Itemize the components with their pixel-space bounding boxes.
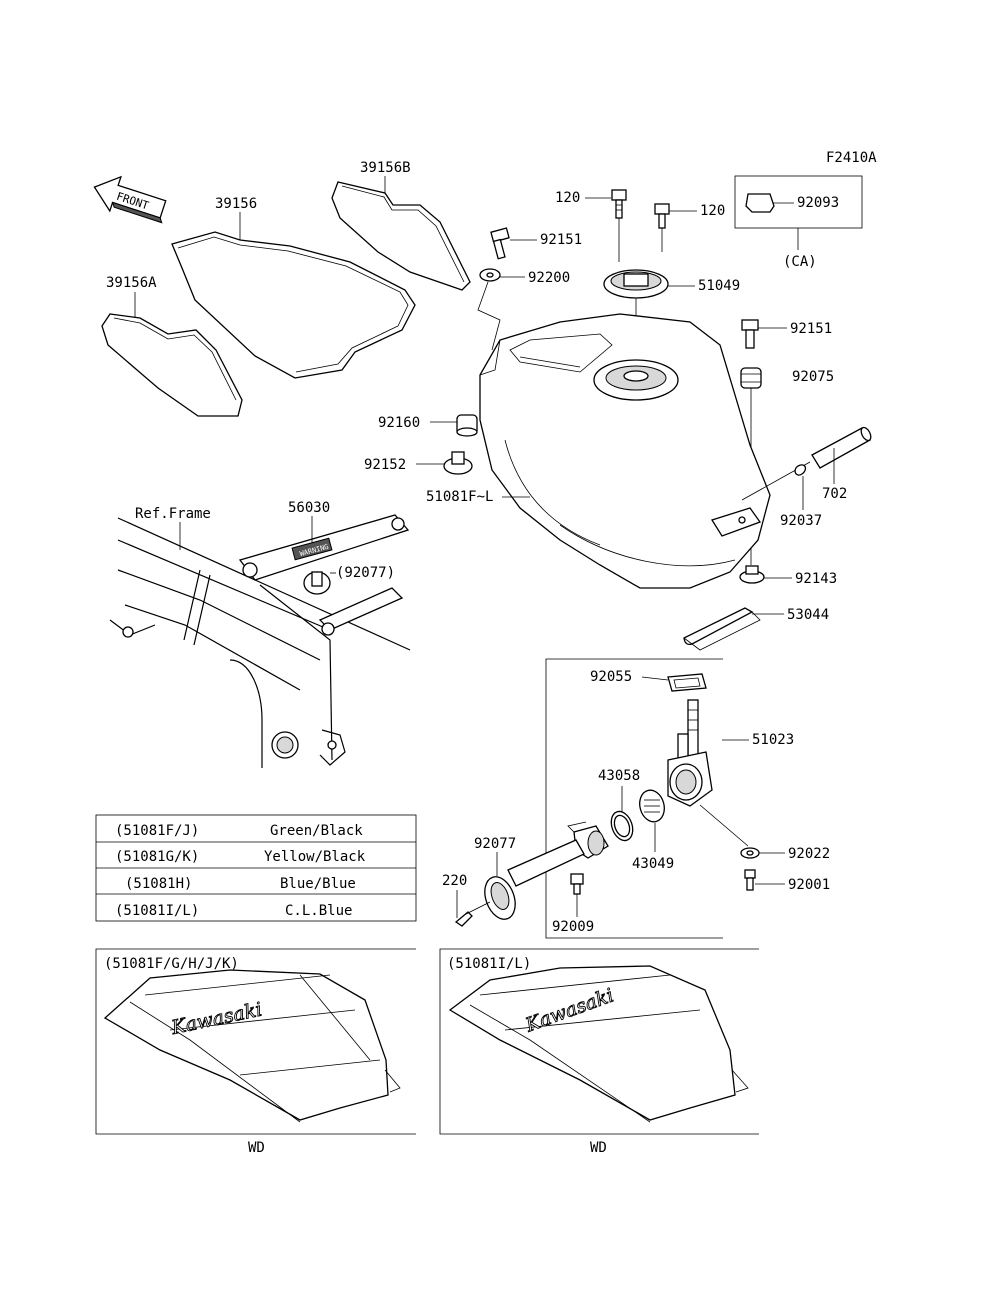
label-39156a: 39156A — [106, 275, 157, 291]
bolt-120-left-icon — [611, 189, 627, 219]
label-53044: 53044 — [787, 607, 829, 623]
variant-2-caption: WD — [590, 1140, 607, 1156]
clip-92037-icon — [794, 464, 807, 476]
leader-92055 — [641, 676, 669, 681]
label-92093: 92093 — [797, 195, 839, 211]
label-51049: 51049 — [698, 278, 740, 294]
label-43058: 43058 — [598, 768, 640, 784]
label-92151-right: 92151 — [790, 321, 832, 337]
label-92055: 92055 — [590, 669, 632, 685]
valve-lever-92077-icon — [484, 821, 609, 920]
collar-92152-icon — [443, 451, 473, 475]
valve-92077-ref-icon — [303, 571, 331, 595]
label-39156: 39156 — [215, 196, 257, 212]
label-92009: 92009 — [552, 919, 594, 935]
bolt-92151-right-icon — [741, 319, 759, 349]
label-220: 220 — [442, 873, 467, 889]
bolt-120-right-icon — [654, 203, 670, 229]
variant-panel-2: (51081I/L) Kawasaki WD — [439, 948, 759, 1156]
label-92022: 92022 — [788, 846, 830, 862]
ref-frame-drawing — [109, 514, 411, 768]
table-code-2: (51081H) — [125, 876, 192, 892]
ref-frame-label: Ref.Frame — [135, 506, 211, 522]
variant-panel-1: (51081F/G/H/J/K) Kawasaki WD — [95, 948, 416, 1156]
washer-92022-icon — [740, 847, 760, 859]
tank-pad-39156 — [171, 231, 416, 379]
o-ring-43058-icon — [610, 810, 634, 842]
ca-box: 92093 (CA) — [734, 175, 863, 270]
variant-2-title: (51081I/L) — [447, 956, 531, 972]
label-702: 702 — [822, 486, 847, 502]
label-92152: 92152 — [364, 457, 406, 473]
table-color-2: Blue/Blue — [280, 876, 356, 892]
fuel-valve-box — [545, 658, 723, 939]
label-43049: 43049 — [632, 856, 674, 872]
hose-702-icon — [811, 426, 872, 469]
label-56030: 56030 — [288, 500, 330, 516]
fuel-tank-51081 — [479, 313, 771, 589]
tank-pad-39156b — [331, 181, 471, 291]
fuel-cap-51049-icon — [603, 269, 669, 299]
bolt-92151-top-icon — [490, 227, 510, 260]
screw-220-icon — [454, 901, 491, 927]
leader-92200-down — [477, 281, 501, 351]
label-39156b: 39156B — [360, 160, 411, 176]
label-92077-ref: (92077) — [336, 565, 395, 581]
table-code-3: (51081I/L) — [115, 903, 199, 919]
label-92001: 92001 — [788, 877, 830, 893]
table-code-1: (51081G/K) — [115, 849, 199, 865]
label-92200: 92200 — [528, 270, 570, 286]
table-color-0: Green/Black — [270, 823, 363, 839]
variant-1-caption: WD — [248, 1140, 265, 1156]
label-92160: 92160 — [378, 415, 420, 431]
front-arrow-icon: FRONT — [93, 175, 167, 224]
collar-92143-icon — [739, 565, 765, 584]
table-color-3: C.L.Blue — [285, 903, 352, 919]
label-92077: 92077 — [474, 836, 516, 852]
label-92143: 92143 — [795, 571, 837, 587]
variant-1-title: (51081F/G/H/J/K) — [104, 956, 239, 972]
label-51081: 51081F~L — [426, 489, 493, 505]
bolt-92001-icon — [744, 869, 756, 891]
leader-92022-valve — [699, 804, 749, 847]
label-120-right: 120 — [700, 203, 725, 219]
table-color-1: Yellow/Black — [264, 849, 366, 865]
ca-label: (CA) — [783, 254, 817, 270]
label-92151-top: 92151 — [540, 232, 582, 248]
color-table: (51081F/J) Green/Black (51081G/K) Yellow… — [95, 814, 417, 922]
gasket-92055-icon — [667, 673, 707, 692]
label-51023: 51023 — [752, 732, 794, 748]
label-92037: 92037 — [780, 513, 822, 529]
screw-92009-icon — [570, 873, 584, 895]
diaphragm-43049-icon — [639, 789, 665, 823]
washer-92200-icon — [479, 268, 501, 282]
grommet-92160-icon — [456, 414, 478, 437]
bracket-53044-icon — [683, 607, 761, 651]
table-code-0: (51081F/J) — [115, 823, 199, 839]
tank-pad-39156a — [101, 313, 243, 417]
figure-code: F2410A — [826, 150, 877, 166]
fuel-valve-51023-icon — [667, 699, 713, 807]
label-120-left: 120 — [555, 190, 580, 206]
label-92075: 92075 — [792, 369, 834, 385]
grommet-92075-icon — [740, 367, 762, 389]
